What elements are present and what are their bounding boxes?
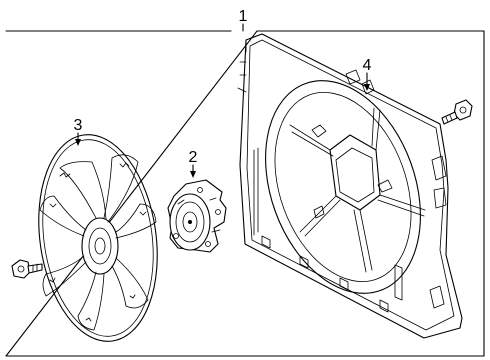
fan-shroud xyxy=(237,33,463,339)
callout-3-arrowhead xyxy=(75,139,81,146)
callout-3-label: 3 xyxy=(74,117,83,134)
callout-2-arrowhead xyxy=(190,171,196,178)
bolt-right xyxy=(441,99,473,125)
callout-4-label: 4 xyxy=(363,57,372,74)
fan-blade xyxy=(38,134,158,342)
callout-2-label: 2 xyxy=(189,149,198,166)
fan-motor xyxy=(167,179,227,253)
callout-1-label: 1 xyxy=(239,8,248,25)
assembly-border xyxy=(5,30,485,357)
callout-4-arrowhead xyxy=(364,84,370,91)
bolt-left xyxy=(11,259,43,279)
